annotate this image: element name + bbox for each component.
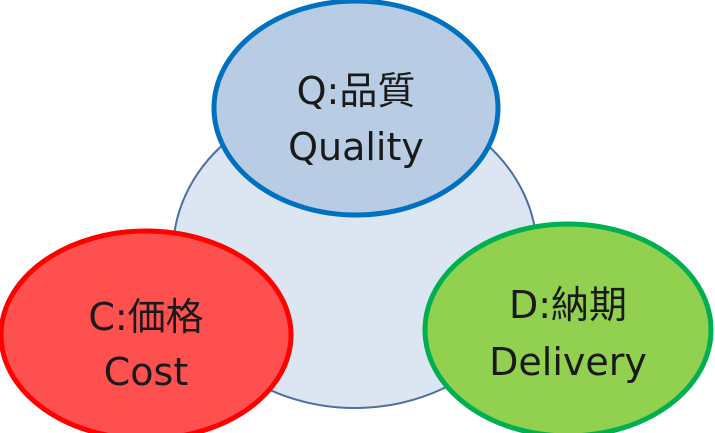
cost-label-ja: C:価格: [88, 295, 203, 339]
cost-node: C:価格 Cost: [0, 228, 294, 433]
delivery-node: D:納期 Delivery: [422, 221, 714, 433]
quality-ellipse: [211, 0, 501, 218]
cost-ellipse: [0, 228, 294, 433]
quality-label-en: Quality: [288, 125, 424, 169]
cost-label-en: Cost: [104, 350, 188, 394]
delivery-label-en: Delivery: [489, 340, 647, 384]
quality-node: Q:品質 Quality: [211, 0, 501, 218]
delivery-label-ja: D:納期: [509, 283, 627, 327]
delivery-ellipse: [422, 221, 714, 433]
quality-label-ja: Q:品質: [297, 69, 416, 113]
